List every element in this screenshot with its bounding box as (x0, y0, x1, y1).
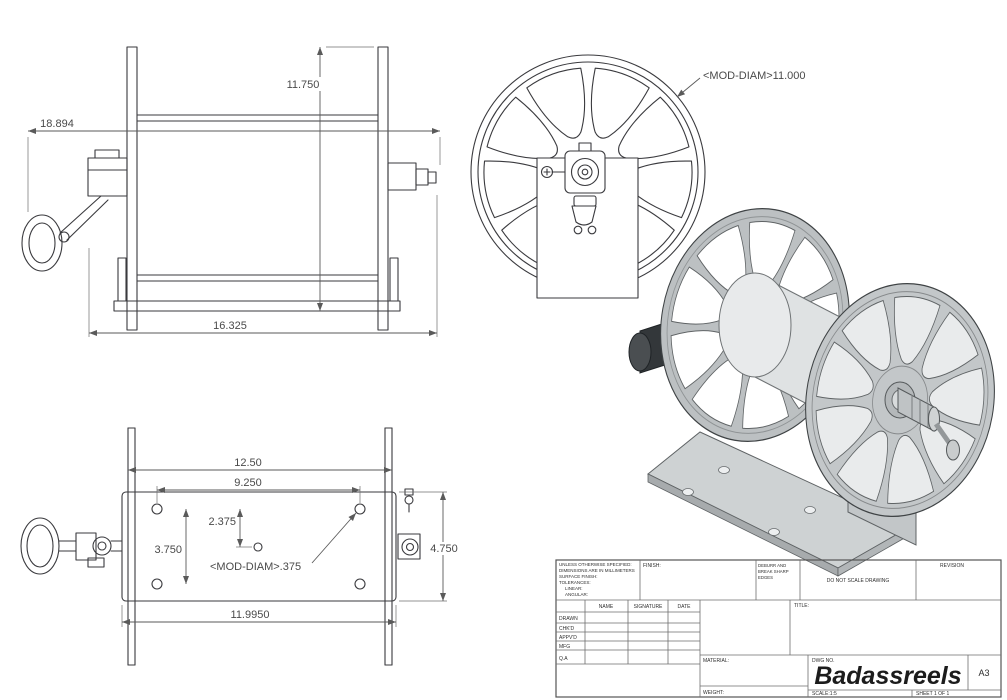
isometric-view (628, 194, 1007, 577)
front-view: 18.894 11.750 16.325 (21, 46, 441, 337)
drawing-name: Badassreels (814, 662, 961, 690)
sheet-size: A3 (978, 668, 989, 678)
row-chkd: CHK'D (559, 626, 575, 632)
deburr-note: DEBURR AND (758, 563, 786, 568)
front-dimensions: 18.894 11.750 16.325 (27, 46, 441, 337)
drum-lines (136, 114, 379, 282)
tolerance-notes: SURFACE FINISH: (559, 574, 598, 579)
iso-base-plate (647, 431, 910, 577)
crank-top-view (20, 517, 123, 575)
right-flange-edge (377, 46, 389, 331)
do-not-scale-note: DO NOT SCALE DRAWING (827, 578, 890, 584)
row-drawn: DRAWN (559, 616, 578, 622)
bearing-top-view (397, 488, 421, 560)
mounting-hole (804, 506, 816, 514)
title-block: UNLESS OTHERWISE SPECIFIED: DIMENSIONS A… (555, 559, 1002, 698)
dim-overall-height: 11.750 (287, 79, 320, 91)
title-label: TITLE: (794, 603, 809, 609)
dim-hole-span: 9.250 (234, 477, 262, 489)
crank-knob (21, 214, 63, 272)
scale-label: SCALE:1:5 (812, 691, 837, 697)
crank-gearbox (21, 149, 128, 272)
diameter-callout: <MOD-DIAM>11.000 (676, 70, 806, 98)
grease-fitting (540, 165, 554, 179)
mounting-hole (682, 488, 694, 496)
latch-detail (571, 195, 597, 235)
dim-overall-width: 18.894 (40, 118, 74, 130)
deburr-note: EDGES (758, 575, 773, 580)
dim-outer-span: 12.50 (234, 457, 262, 469)
mounting-hole (718, 466, 730, 474)
row-appvd: APPV'D (559, 635, 577, 641)
dim-wheel-diameter: <MOD-DIAM>11.000 (703, 70, 806, 82)
center-hole (253, 542, 263, 552)
weight-label: WEIGHT: (703, 690, 724, 696)
corner-hole (354, 503, 366, 515)
col-date: DATE (678, 604, 692, 610)
revision-label: REVISION (940, 563, 964, 569)
dim-plate-length: 11.9950 (231, 609, 270, 621)
bottom-dimensions: 12.50 9.250 2.375 3.750 <MOD-DIAM>.375 1… (121, 457, 464, 627)
row-qa: Q.A (559, 656, 568, 662)
base-bracket (113, 257, 401, 312)
tolerance-notes: LINEAR: (565, 586, 583, 591)
tolerance-notes: ANGULAR: (565, 592, 588, 597)
dim-plate-width: 4.750 (430, 543, 458, 555)
deburr-note: BREAK SHARP (758, 569, 789, 574)
side-view: <MOD-DIAM>11.000 (450, 37, 806, 309)
corner-hole (151, 578, 163, 590)
mounting-hole (768, 528, 780, 536)
tolerance-notes: UNLESS OTHERWISE SPECIFIED: (559, 562, 632, 567)
corner-hole (354, 578, 366, 590)
row-mfg: MFG (559, 644, 570, 650)
material-label: MATERIAL: (703, 658, 729, 664)
dwg-no-label: DWG NO. (812, 658, 835, 664)
iso-crank (884, 381, 960, 461)
finish-label: FINISH: (643, 563, 661, 569)
col-signature: SIGNATURE (634, 604, 663, 610)
left-flange-edge (126, 46, 138, 331)
hub-bearing (570, 157, 600, 187)
tolerance-notes: DIMENSIONS ARE IN MILLIMETERS (559, 568, 635, 573)
crank-handle-knob (946, 439, 960, 461)
col-name: NAME (599, 604, 614, 610)
right-axle (387, 162, 437, 191)
dim-center-offset: 2.375 (208, 516, 236, 528)
corner-hole (151, 503, 163, 515)
dim-drum-width: 16.325 (213, 320, 247, 332)
tolerance-notes: TOLERANCES: (559, 580, 591, 585)
dim-hole-callout: <MOD-DIAM>.375 (210, 561, 301, 573)
bottom-view: 12.50 9.250 2.375 3.750 <MOD-DIAM>.375 1… (20, 427, 464, 666)
sheet-label: SHEET 1 OF 1 (916, 691, 949, 697)
dim-hole-row-gap: 3.750 (154, 544, 182, 556)
